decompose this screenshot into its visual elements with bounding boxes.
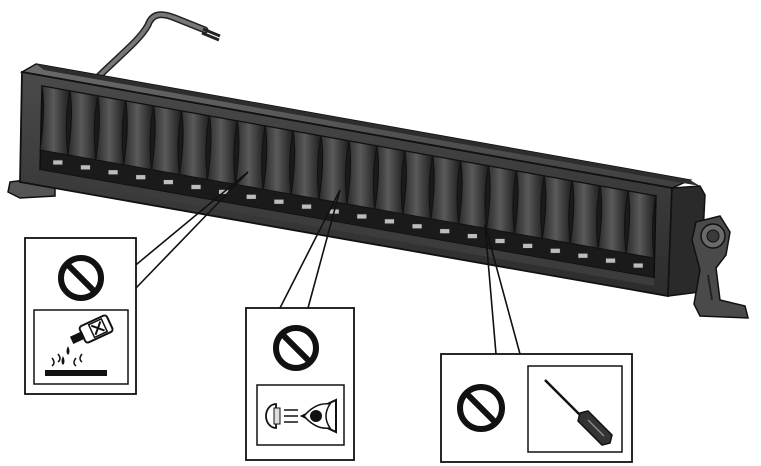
led-chip [549,247,561,254]
reflector-fin [318,135,350,205]
prohibition-icon [457,384,505,432]
led-chip [605,257,616,264]
led-chip [494,238,506,244]
led-chip [52,159,64,166]
reflector-fin [485,165,518,235]
reflector-fin [625,190,657,259]
power-cable [91,11,221,84]
led-chip [356,213,368,220]
reflector-fin [430,155,462,225]
led-chip [190,184,202,190]
screwdriver-icon [544,379,613,446]
callout-no-staring [245,307,355,461]
led-chip [135,174,147,181]
prohibition-icon [58,255,104,301]
reflector-fin [262,125,294,195]
reflector-fin [39,85,71,156]
led-chip [577,252,589,259]
reflector-fin [67,90,99,161]
reflector-fin [346,140,378,210]
reflector-fin [569,180,601,249]
led-chip [273,198,285,205]
reflector-fin [458,160,490,230]
reflector-fin [123,100,155,171]
led-chip [522,243,534,249]
led-chip [107,169,119,176]
led-chip [384,218,395,225]
led-chip [245,193,257,200]
led-chip [439,228,451,235]
led-chip [162,179,174,185]
reflector-fin [206,115,238,185]
led-chip [80,164,91,171]
chemical-bottle-pouring-icon [45,314,114,376]
reflector-fins [39,85,657,259]
led-chip [466,233,478,239]
reflector-fin [290,130,322,200]
eye-light-icon [265,398,337,434]
reflector-fin [597,185,629,254]
reflector-fin [402,150,434,220]
reflector-fin [541,175,573,244]
reflector-fin [151,105,183,176]
right-mount-bracket [691,215,749,319]
reflector-fin [374,145,406,215]
callout-no-chemicals [24,237,137,395]
reflector-fin [95,95,127,166]
reflector-fin [513,170,545,239]
light-bar [7,63,749,319]
led-chip [632,262,644,269]
led-chip [301,203,312,210]
prohibition-icon [273,325,319,371]
reflector-fin [178,110,211,181]
led-chip [411,223,423,230]
callout-no-tools [440,353,633,463]
